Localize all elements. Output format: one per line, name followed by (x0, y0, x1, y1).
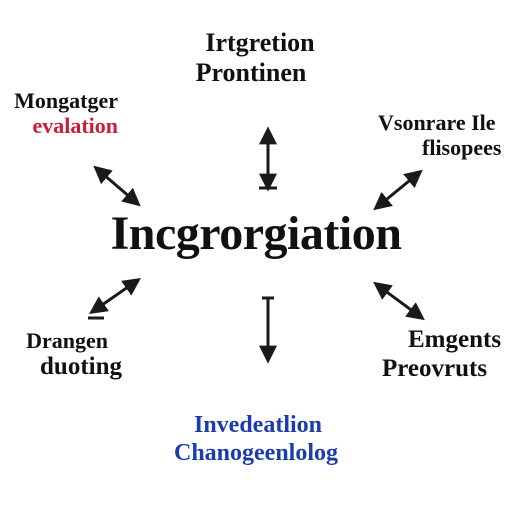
arrow-lower-right-icon (373, 281, 425, 321)
top-right-node-line2: flisopees (422, 135, 502, 161)
bottom-node-line1: Invedeatlion (193, 412, 322, 438)
arrow-upper-right-icon (373, 169, 423, 211)
bottom-right-node-line2: Preovruts (382, 354, 488, 382)
center-node-label: Incgrorgiation (110, 207, 402, 260)
bottom-right-node-line1: Emgents (408, 326, 502, 353)
arrow-lower-left-icon (89, 277, 141, 315)
bottom-left-node-line1: Drangen (26, 328, 108, 353)
bottom-left-node-line2: duoting (40, 353, 122, 381)
top-right-node-line1: Vsonrare Ile (378, 110, 496, 135)
bottom-right-node: Emgents Preovruts (382, 326, 501, 384)
bottom-node: Invedeatlion Chanogeenlolog (0, 412, 512, 467)
top-node-line1: Irtgretion (205, 28, 315, 57)
bottom-left-node: Drangen duoting (0, 328, 122, 382)
top-node-line2: Prontinen (195, 57, 307, 87)
top-left-node-line2: evalation (32, 113, 118, 139)
arrow-upper-left-icon (93, 165, 141, 207)
bottom-node-line2: Chanogeenlolog (173, 439, 338, 466)
top-left-node: Mongatger evalation (0, 88, 118, 139)
top-left-node-line1: Mongatger (14, 88, 118, 113)
top-right-node: Vsonrare Ile flisopees (378, 110, 501, 161)
top-node: Irtgretion Prontinen (0, 28, 512, 88)
